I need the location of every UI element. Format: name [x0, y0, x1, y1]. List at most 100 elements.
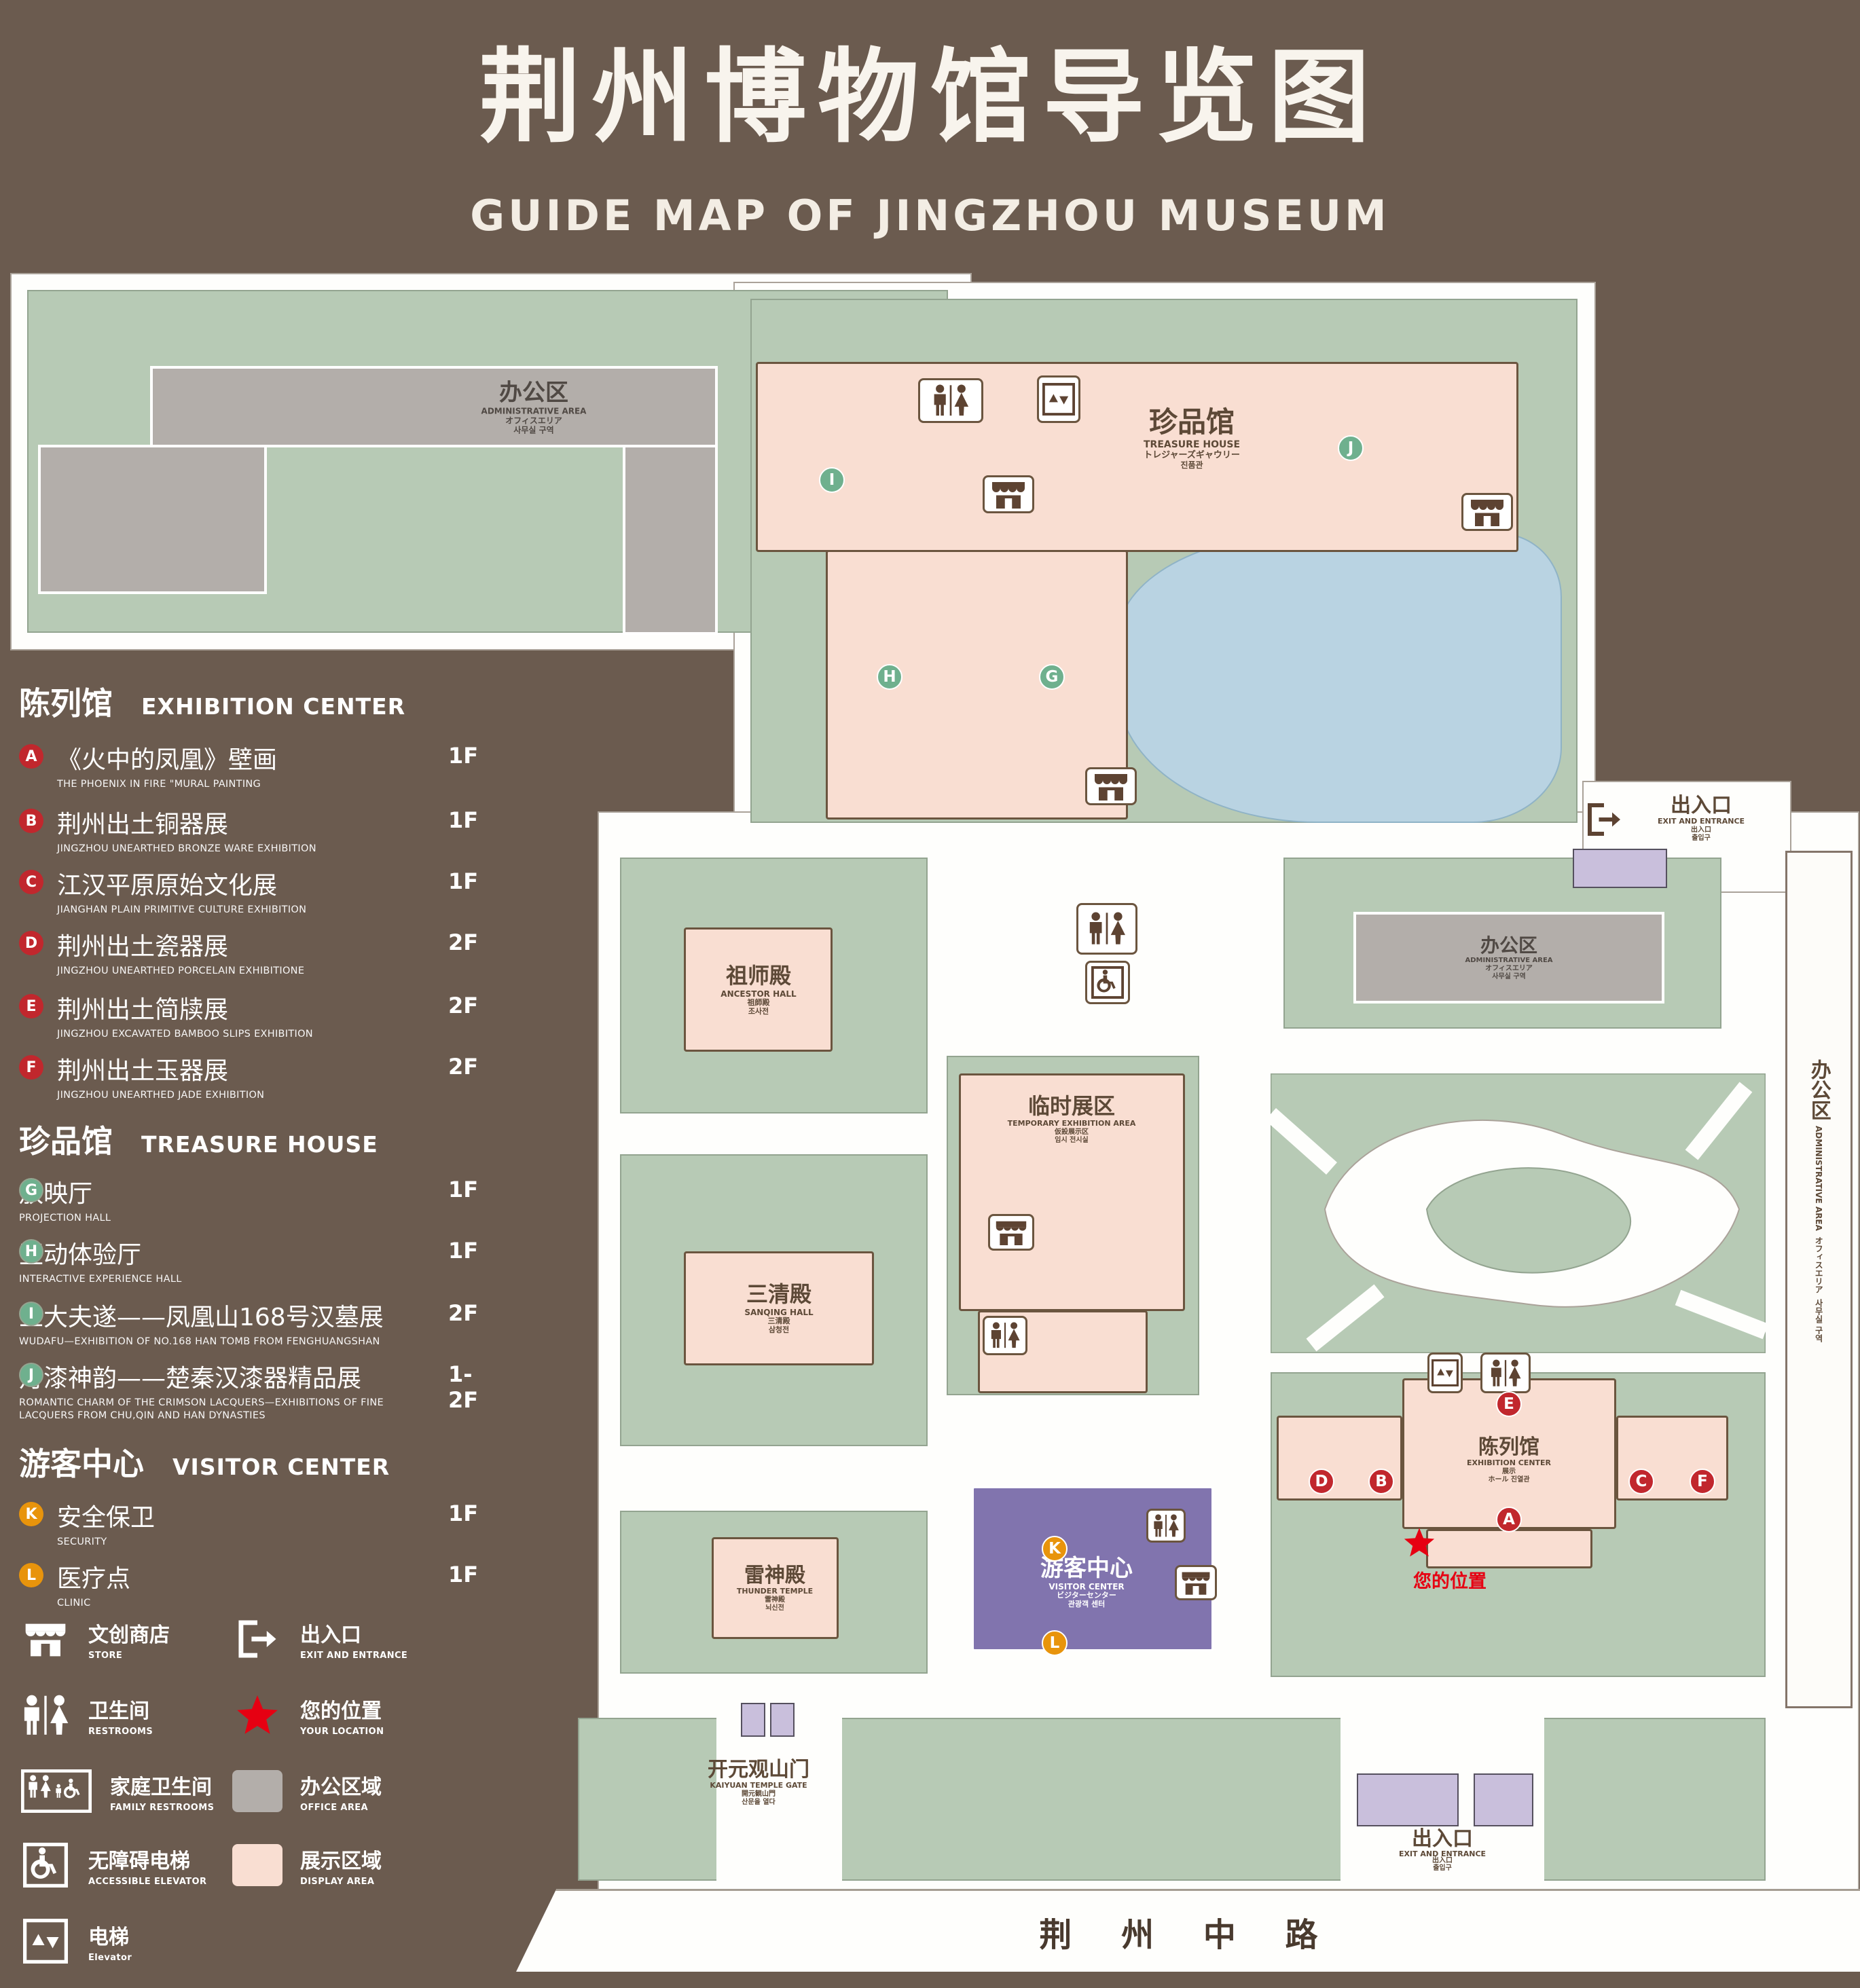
- gate-block-left: [741, 1703, 765, 1737]
- label-admin-top: 办公区 ADMINISTRATIVE AREA オフィスエリア 사무실 구역: [481, 379, 587, 436]
- garden-area: [1271, 1073, 1766, 1353]
- marker-badge-A: A: [19, 744, 43, 769]
- exit-icon: [1586, 801, 1622, 841]
- building-admin-top-left: [38, 445, 267, 594]
- map-marker-B: B: [1368, 1469, 1394, 1494]
- display-area-swatch: [231, 1841, 284, 1890]
- header: 荆州博物馆导览图 GUIDE MAP OF JINGZHOU MUSEUM: [0, 15, 1860, 240]
- restroom-icon: [918, 378, 983, 423]
- restroom-icon: [19, 1691, 72, 1740]
- elevator-icon: [1427, 1352, 1463, 1393]
- building-treasure-lower: [826, 550, 1128, 820]
- label-treasure-house: 珍品馆 TREASURE HOUSE トレジャーズギャウリー 진품관: [1143, 405, 1241, 471]
- label-exit-bottom: 出入口 EXIT AND ENTRANCE 出入口 출입구: [1398, 1826, 1487, 1872]
- building-treasure-upper: [756, 362, 1518, 552]
- legend-section-exhibition-center: 陈列馆 EXHIBITION CENTER: [19, 685, 406, 722]
- label-ancestor-hall: 祖师殿 ANCESTOR HALL 祖師殿 조사전: [721, 963, 797, 1016]
- store-icon: [19, 1615, 72, 1663]
- marker-badge-L: L: [19, 1563, 43, 1587]
- marker-badge-F: F: [19, 1055, 43, 1080]
- map-marker-I: I: [819, 467, 845, 493]
- map-marker-K: K: [1042, 1536, 1068, 1562]
- restroom-icon: [1146, 1509, 1186, 1543]
- label-admin-right: 办公区 ADMINISTRATIVE AREA オフィスエリア 사무실 구역: [1806, 1059, 1831, 1343]
- label-exhibition-center: 陈列馆 EXHIBITION CENTER 展示 ホール 진열관: [1466, 1435, 1552, 1484]
- pond: [1117, 533, 1562, 823]
- label-temporary-exhibition: 临时展区 TEMPORARY EXHIBITION AREA 仮設展示区 임시 …: [1007, 1092, 1136, 1144]
- building-exhibition-left-wing: [1277, 1416, 1402, 1501]
- entrance-block-bottom-1: [1357, 1773, 1459, 1826]
- marker-badge-B: B: [19, 809, 43, 833]
- family-restroom-icon: [19, 1767, 94, 1816]
- map-marker-A: A: [1496, 1507, 1522, 1532]
- building-thunder-temple: [712, 1537, 839, 1639]
- label-your-location: 您的位置: [1413, 1571, 1487, 1593]
- gate-opening: [716, 1716, 842, 1882]
- gate-block-right: [770, 1703, 795, 1737]
- store-icon: [988, 1214, 1034, 1251]
- road-label: 荆 州 中 路: [1039, 1915, 1337, 1954]
- store-icon: [1461, 493, 1513, 531]
- building-admin-top-stub: [623, 445, 718, 635]
- elevator-icon: [1037, 375, 1080, 423]
- accessible-elevator-icon: [19, 1841, 72, 1890]
- marker-badge-H: H: [19, 1239, 43, 1264]
- map-marker-C: C: [1628, 1469, 1654, 1494]
- road-jingzhou-middle: 荆 州 中 路: [516, 1889, 1860, 1972]
- building-ancestor-hall: [684, 927, 833, 1052]
- label-visitor-center: 游客中心 VISITOR CENTER ビジターセンター 관광객 센터: [1040, 1554, 1133, 1609]
- location-star-icon: [231, 1691, 284, 1740]
- legend-section-treasure-house: 珍品馆 TREASURE HOUSE: [19, 1123, 378, 1160]
- legend-section-visitor-center: 游客中心 VISITOR CENTER: [19, 1446, 390, 1482]
- marker-badge-J: J: [19, 1363, 43, 1387]
- restroom-icon: [983, 1316, 1027, 1355]
- marker-badge-E: E: [19, 994, 43, 1018]
- entrance-block-right: [1573, 849, 1667, 888]
- your-location-star-icon: [1404, 1528, 1435, 1557]
- page-subtitle: GUIDE MAP OF JINGZHOU MUSEUM: [470, 191, 1390, 240]
- label-kaiyuan-gate: 开元观山门 KAIYUAN TEMPLE GATE 開元観山門 산문을 열다: [708, 1758, 809, 1807]
- map-marker-D: D: [1309, 1469, 1334, 1494]
- map-marker-E: E: [1496, 1391, 1522, 1417]
- building-sanqing-hall: [684, 1251, 874, 1365]
- building-admin-mid: [1353, 912, 1664, 1004]
- building-admin-right: [1785, 851, 1853, 1708]
- store-icon: [1085, 767, 1137, 805]
- restroom-icon: [1480, 1352, 1531, 1393]
- map-marker-G: G: [1039, 664, 1065, 690]
- exit-icon: [231, 1615, 284, 1663]
- label-exit-right: 出入口 EXIT AND ENTRANCE 出入口 출입구: [1657, 794, 1745, 843]
- label-thunder-temple: 雷神殿 THUNDER TEMPLE 雷神殿 뇌신전: [736, 1564, 814, 1613]
- elevator-icon: [19, 1917, 72, 1966]
- entrance-block-bottom-2: [1474, 1773, 1533, 1826]
- building-temporary-upper: [959, 1073, 1185, 1311]
- map-marker-H: H: [877, 664, 902, 690]
- marker-badge-D: D: [19, 931, 43, 955]
- marker-badge-G: G: [19, 1178, 43, 1202]
- store-icon: [983, 475, 1034, 513]
- marker-badge-I: I: [19, 1302, 43, 1326]
- marker-badge-K: K: [19, 1502, 43, 1526]
- office-area-swatch: [231, 1767, 284, 1816]
- marker-badge-C: C: [19, 870, 43, 894]
- label-sanqing-hall: 三清殿 SANQING HALL 三清殿 삼청전: [744, 1281, 814, 1334]
- building-admin-top-bar: [150, 366, 718, 447]
